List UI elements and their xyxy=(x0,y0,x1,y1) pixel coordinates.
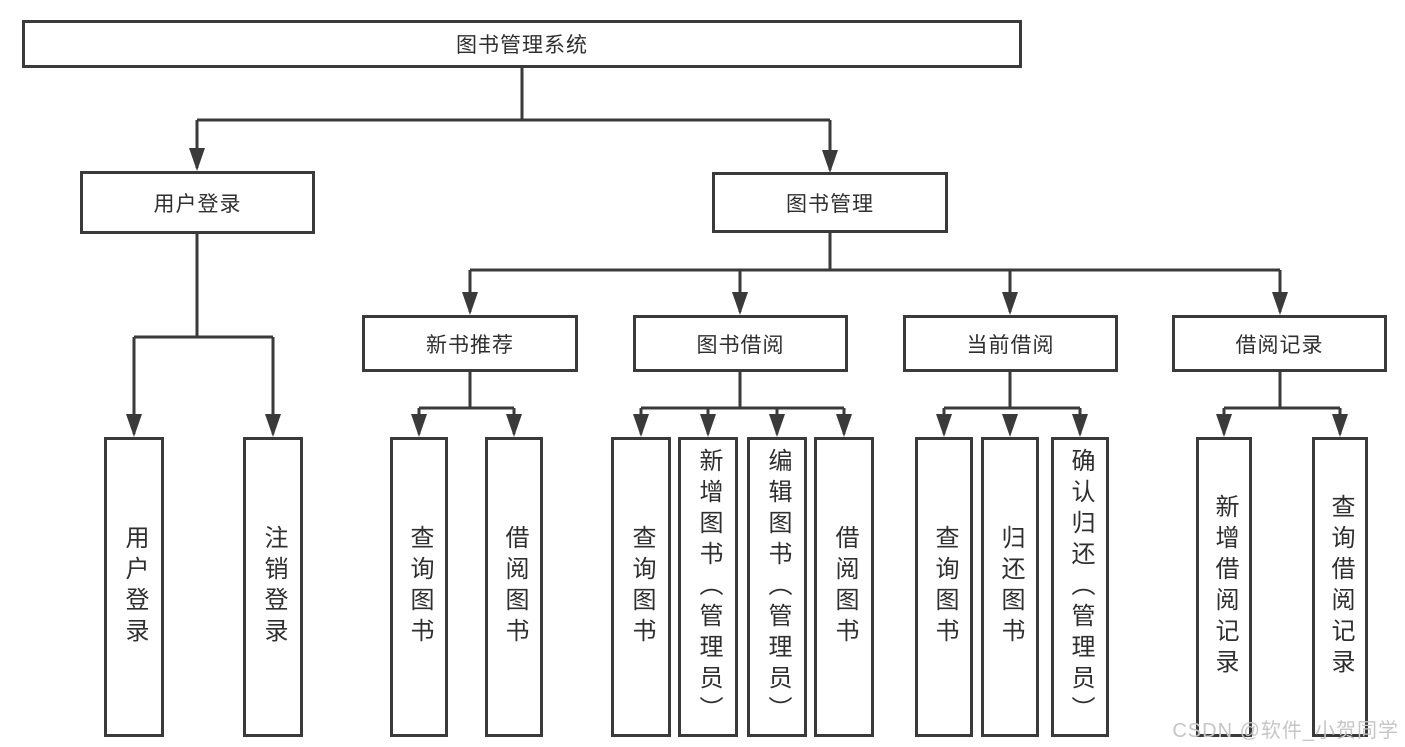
leaf-confirm-return-admin: 确认归还（管理员） xyxy=(1051,437,1109,737)
node-current-borrow: 当前借阅 xyxy=(903,315,1118,372)
leaf-logout-label: 注销登录 xyxy=(260,525,287,649)
leaf-confirm-return-admin-label: 确认归还（管理员） xyxy=(1067,447,1094,727)
csdn-watermark: CSDN @软件_小贺同学 xyxy=(1172,720,1399,742)
leaf-current-query-book-label: 查询图书 xyxy=(931,525,958,649)
leaf-query-borrow-record-label: 查询借阅记录 xyxy=(1327,494,1354,680)
leaf-add-borrow-record-label: 新增借阅记录 xyxy=(1211,494,1238,680)
leaf-borrow-query-book: 查询图书 xyxy=(611,437,671,737)
node-book-borrow-label: 图书借阅 xyxy=(696,333,785,357)
node-book-management: 图书管理 xyxy=(712,172,948,233)
leaf-borrow-query-book-label: 查询图书 xyxy=(628,525,655,649)
leaf-edit-book-admin: 编辑图书（管理员） xyxy=(747,437,807,737)
node-book-management-label: 图书管理 xyxy=(786,192,874,216)
node-current-borrow-label: 当前借阅 xyxy=(966,333,1055,357)
leaf-user-login-label: 用户登录 xyxy=(121,525,148,649)
arrowhead-icons xyxy=(126,148,1348,437)
leaf-borrow-book-label: 借阅图书 xyxy=(831,525,858,649)
leaf-logout: 注销登录 xyxy=(243,437,303,737)
leaf-add-book-admin-label: 新增图书（管理员） xyxy=(695,447,722,727)
leaf-newbooks-borrow-book-label: 借阅图书 xyxy=(501,525,528,649)
leaf-edit-book-admin-label: 编辑图书（管理员） xyxy=(764,447,791,727)
node-new-book-recommend: 新书推荐 xyxy=(362,315,578,372)
leaf-query-borrow-record: 查询借阅记录 xyxy=(1312,437,1368,737)
leaf-newbooks-query-book: 查询图书 xyxy=(390,437,448,737)
leaf-return-book-label: 归还图书 xyxy=(997,525,1024,649)
leaf-user-login: 用户登录 xyxy=(104,437,164,737)
node-borrow-records: 借阅记录 xyxy=(1172,315,1387,372)
node-user-login: 用户登录 xyxy=(80,171,315,234)
leaf-borrow-book: 借阅图书 xyxy=(814,437,874,737)
leaf-newbooks-borrow-book: 借阅图书 xyxy=(485,437,543,737)
leaf-newbooks-query-book-label: 查询图书 xyxy=(406,525,433,649)
leaf-current-query-book: 查询图书 xyxy=(915,437,973,737)
leaf-add-book-admin: 新增图书（管理员） xyxy=(678,437,738,737)
node-book-borrow: 图书借阅 xyxy=(633,315,848,372)
node-borrow-records-label: 借阅记录 xyxy=(1235,333,1324,357)
node-new-book-recommend-label: 新书推荐 xyxy=(426,333,514,357)
leaf-add-borrow-record: 新增借阅记录 xyxy=(1196,437,1252,737)
node-user-login-label: 用户登录 xyxy=(153,192,242,216)
node-root: 图书管理系统 xyxy=(22,20,1022,68)
leaf-return-book: 归还图书 xyxy=(981,437,1039,737)
node-root-label: 图书管理系统 xyxy=(456,34,588,57)
